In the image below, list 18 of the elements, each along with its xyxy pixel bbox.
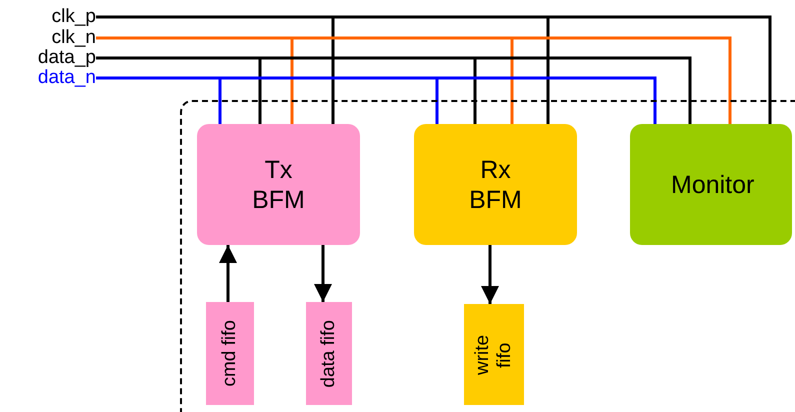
signal-label: data_n [38,68,96,88]
signal-line [96,36,732,124]
fifo-box: data fifo [306,302,352,405]
dashed-boundary [180,100,795,412]
block-box: Tx BFM [197,124,360,245]
signal-label: clk_p [52,7,96,27]
fifo-box: write fifo [464,304,524,405]
signal-line [96,56,692,124]
signal-line [96,76,656,124]
arrow [481,245,499,304]
arrow [219,245,237,302]
arrow [314,245,332,302]
signal-label: data_p [38,48,96,68]
signal-line [96,16,772,124]
fifo-box: cmd fifo [206,302,254,405]
block-box: Rx BFM [414,124,577,245]
signal-label: clk_n [52,28,96,48]
block-box: Monitor [630,124,792,245]
